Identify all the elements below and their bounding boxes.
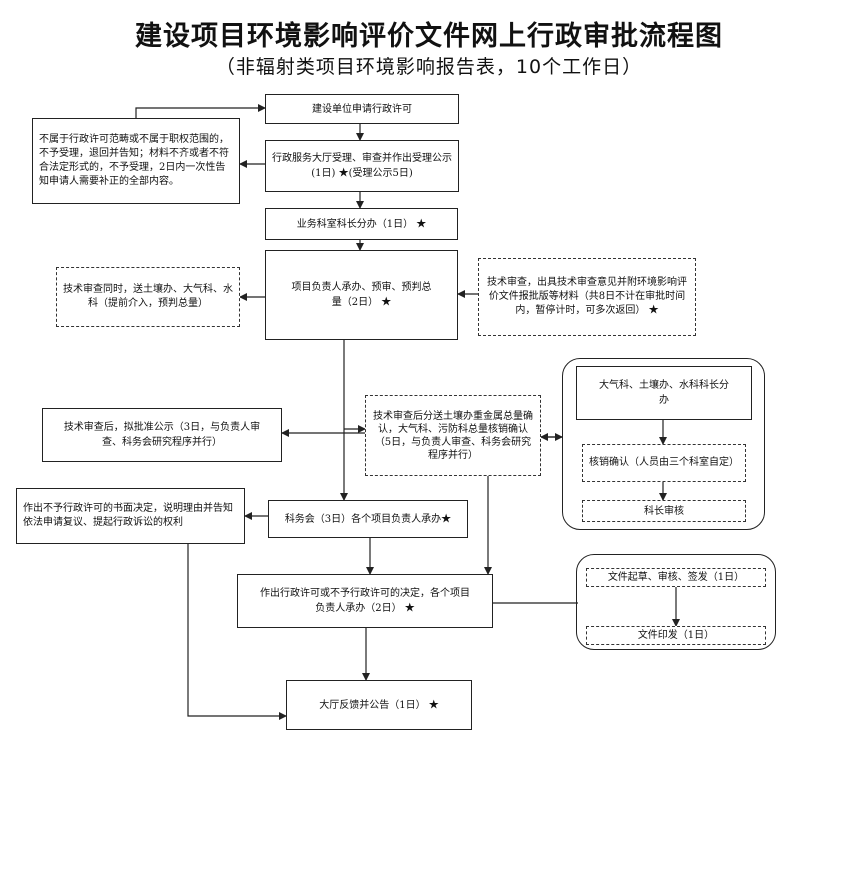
- node-feedback: 大厅反馈并公告（1日） ★: [286, 680, 472, 730]
- node-decision: 作出行政许可或不予行政许可的决定，各个项目负责人承办（2日） ★: [237, 574, 493, 628]
- node-dept-heads: 大气科、土壤办、水科科长分办: [576, 366, 752, 420]
- node-draft: 文件起草、审核、签发（1日）: [586, 568, 766, 587]
- node-meeting: 科务会（3日）各个项目负责人承办★: [268, 500, 468, 538]
- page-title: 建设项目环境影响评价文件网上行政审批流程图: [135, 21, 723, 52]
- node-accept: 行政服务大厅受理、审查并作出受理公示(1日) ★(受理公示5日): [265, 140, 459, 192]
- node-deny: 作出不予行政许可的书面决定，说明理由并告知依法申请复议、提起行政诉讼的权利: [16, 488, 245, 544]
- node-prereview: 项目负责人承办、预审、预判总量（2日） ★: [265, 250, 458, 340]
- node-reject: 不属于行政许可范畴或不属于职权范围的，不予受理，退回并告知；材料不齐或者不符合法…: [32, 118, 240, 204]
- dept-group: [562, 358, 765, 530]
- doc-group: [576, 554, 776, 650]
- node-tech-review: 技术审查，出具技术审查意见并附环境影响评价文件报批版等材料（共8日不计在审批时间…: [478, 258, 696, 336]
- node-verify: 核销确认（人员由三个科室自定）: [582, 444, 746, 482]
- node-chief-review: 科长审核: [582, 500, 746, 522]
- node-total-confirm: 技术审查后分送土壤办重金属总量确认，大气科、污防科总量核销确认（5日，与负责人审…: [365, 395, 541, 476]
- node-tech-parallel: 技术审查同时，送土壤办、大气科、水科（提前介入，预判总量）: [56, 267, 240, 327]
- line-deny-feedback: [187, 544, 287, 720]
- node-print: 文件印发（1日）: [586, 626, 766, 645]
- page-subtitle: （非辐射类项目环境影响报告表，10个工作日）: [215, 56, 643, 78]
- line-reject-loop: [135, 104, 266, 118]
- node-publicize: 技术审查后，拟批准公示（3日，与负责人审查、科务会研究程序并行）: [42, 408, 282, 462]
- node-apply: 建设单位申请行政许可: [265, 94, 459, 124]
- node-dispatch: 业务科室科长分办（1日） ★: [265, 208, 458, 240]
